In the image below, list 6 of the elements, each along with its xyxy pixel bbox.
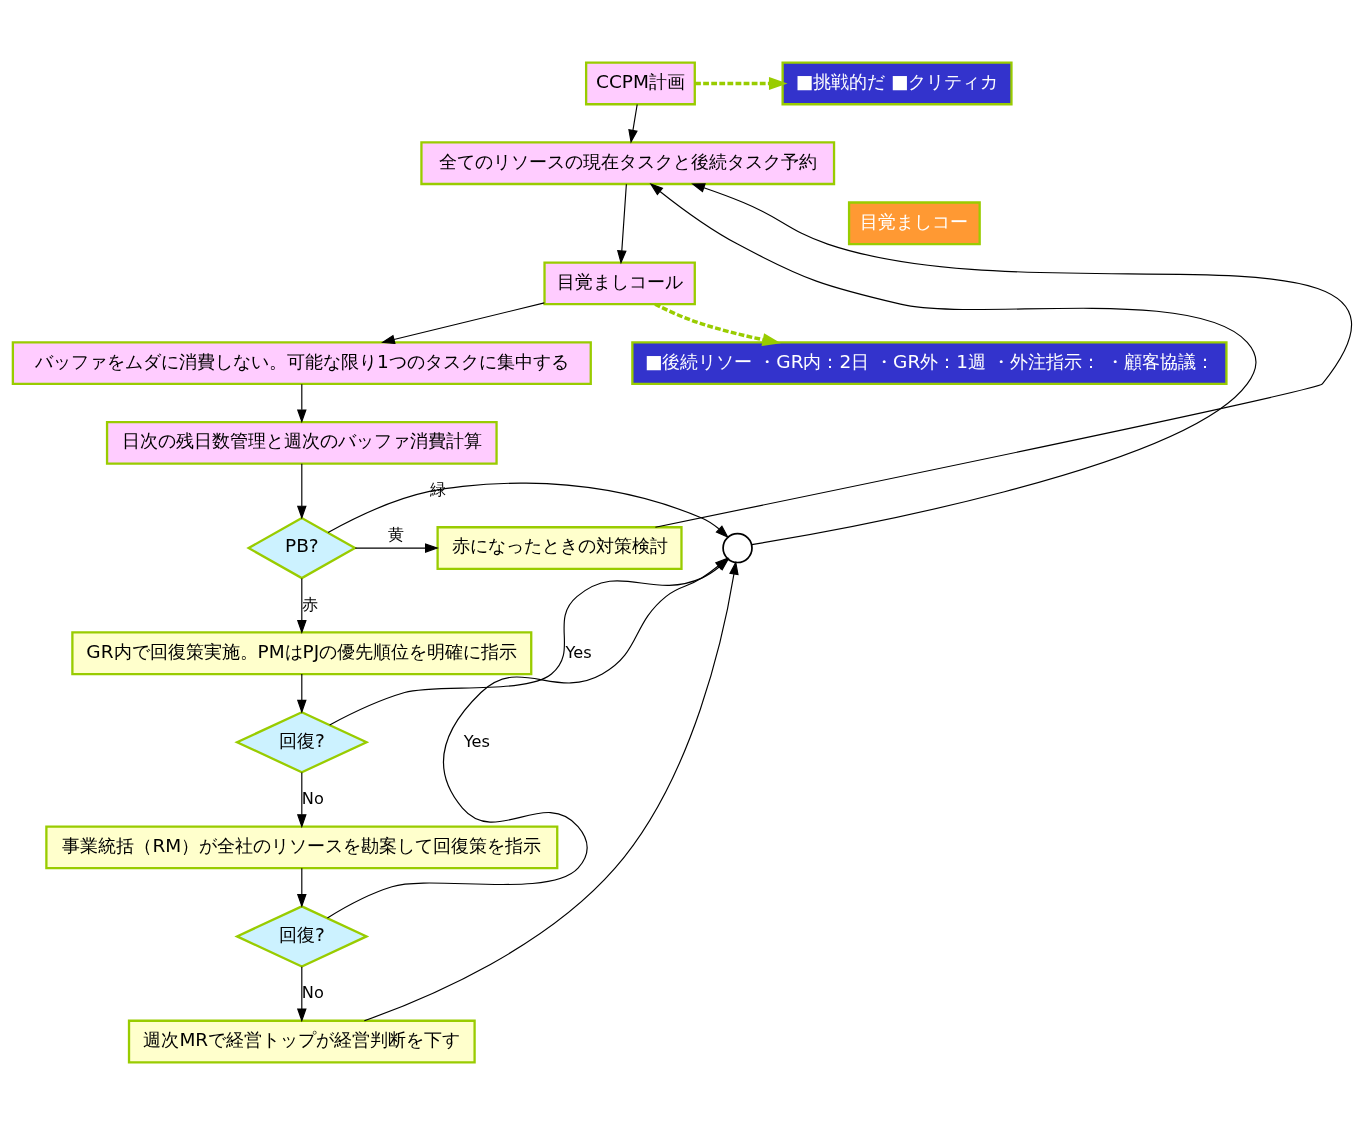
edge-label: No bbox=[301, 982, 324, 1002]
edge-label: Yes bbox=[565, 642, 592, 662]
edge-label: 赤 bbox=[302, 594, 319, 614]
edge-label: Yes bbox=[463, 731, 490, 750]
edge-label: No bbox=[301, 788, 324, 808]
edge-label: 黄 bbox=[388, 524, 405, 544]
